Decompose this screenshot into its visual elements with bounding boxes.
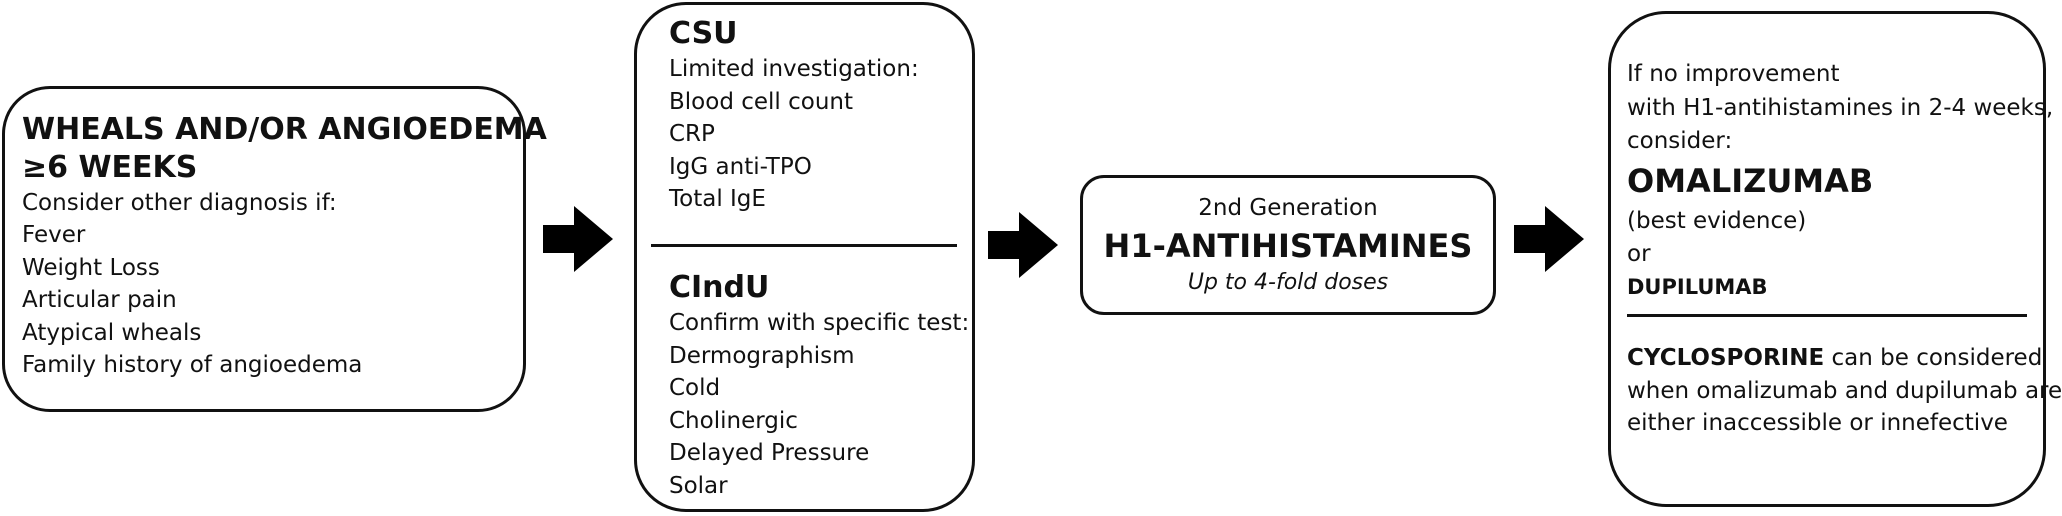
box4-intro-line1: If no improvement xyxy=(1627,61,1840,87)
box1-intro: Consider other diagnosis if: xyxy=(22,190,337,216)
or-connector: or xyxy=(1627,240,1651,267)
cindu-item: Cholinergic xyxy=(669,407,798,434)
omalizumab-label: OMALIZUMAB xyxy=(1627,162,1874,200)
csu-item: IgG anti-TPO xyxy=(669,153,812,180)
cindu-section: CIndU Confirm with specific test: Dermog… xyxy=(669,269,969,502)
cindu-item: Dermographism xyxy=(669,342,855,369)
arrow-right-icon xyxy=(543,206,613,272)
box4-intro-line2: with H1-antihistamines in 2-4 weeks, xyxy=(1627,95,2054,121)
arrow-right-icon xyxy=(1514,206,1584,272)
cindu-item: Cold xyxy=(669,375,721,401)
cindu-item: Solar xyxy=(669,472,728,499)
box4-upper-section: with H1-antihistamines in 2-4 weeks, con… xyxy=(1627,92,2053,304)
dose-note: Up to 4-fold doses xyxy=(1187,270,1389,295)
box4-divider xyxy=(1627,314,2027,317)
cyclosporine-label: CYCLOSPORINE xyxy=(1627,345,1825,371)
antihistamines-title: H1-ANTIHISTAMINES xyxy=(1103,227,1473,265)
csu-intro: Limited investigation: xyxy=(669,56,919,82)
cyclosporine-line3: either inaccessible or innefective xyxy=(1627,410,2008,436)
csu-cindu-box: CSU Limited investigation: Blood cell co… xyxy=(634,2,975,512)
box1-item: Fever xyxy=(22,222,86,249)
cyclosporine-line2: when omalizumab and dupilumab are xyxy=(1627,377,2062,404)
cyclosporine-section: CYCLOSPORINE can be considered when omal… xyxy=(1627,342,2062,440)
arrow-right-icon xyxy=(988,212,1058,278)
csu-section: CSU Limited investigation: Blood cell co… xyxy=(669,15,919,216)
antihistamines-box: 2nd Generation H1-ANTIHISTAMINES Up to 4… xyxy=(1080,175,1496,315)
best-evidence-note: (best evidence) xyxy=(1627,208,1807,234)
cindu-title: CIndU xyxy=(669,270,770,305)
box1-item: Weight Loss xyxy=(22,254,160,281)
box1-heading-line1: WHEALS AND/OR ANGIOEDEMA xyxy=(22,112,547,147)
csu-divider xyxy=(651,244,957,247)
cyclosporine-line1: CYCLOSPORINE can be considered xyxy=(1627,342,2062,375)
box1-heading-line2: ≥6 WEEKS xyxy=(22,150,198,185)
cindu-item: Delayed Pressure xyxy=(669,440,870,466)
box1-item: Family history of angioedema xyxy=(22,352,363,379)
second-line-treatment-box: If no improvement with H1-antihistamines… xyxy=(1608,11,2062,507)
csu-item: CRP xyxy=(669,121,715,147)
generation-label: 2nd Generation xyxy=(1198,195,1378,221)
box1-item: Atypical wheals xyxy=(22,319,202,346)
csu-item: Total IgE xyxy=(669,186,766,212)
cindu-intro: Confirm with specific test: xyxy=(669,310,970,336)
cyclosporine-line1-rest: can be considered xyxy=(1824,345,2043,371)
initial-presentation-box: WHEALS AND/OR ANGIOEDEMA ≥6 WEEKS Consid… xyxy=(2,86,547,412)
csu-item: Blood cell count xyxy=(669,88,853,115)
csu-title: CSU xyxy=(669,16,738,51)
box4-intro-line3: consider: xyxy=(1627,127,1733,154)
box1-item: Articular pain xyxy=(22,287,177,314)
dupilumab-label: DUPILUMAB xyxy=(1627,275,1768,299)
